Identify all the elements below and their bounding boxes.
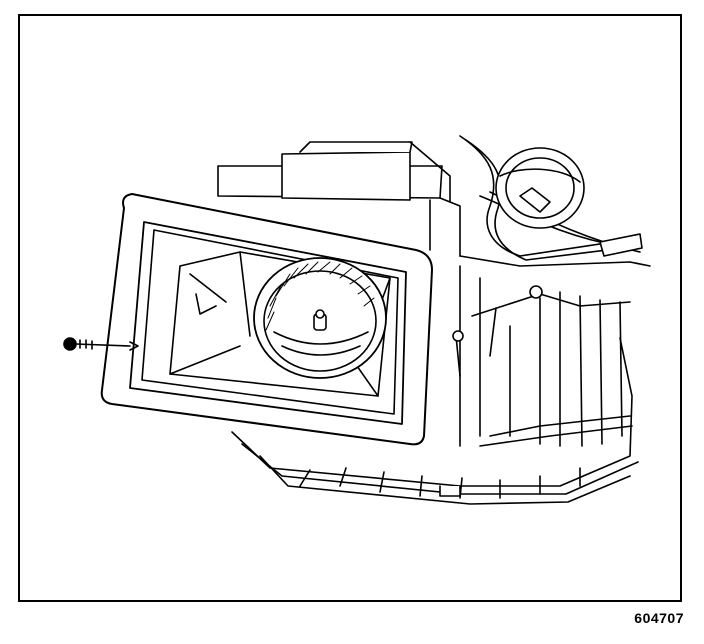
- blower-motor-illustration: [20, 16, 680, 600]
- blower-fan-blades: [266, 262, 374, 330]
- lower-housing: [232, 338, 638, 504]
- right-case-ribs: [453, 256, 650, 446]
- round-cover: [496, 148, 584, 228]
- screw-fastener: [64, 338, 138, 350]
- upper-module-blocks: [218, 142, 460, 256]
- wiring-harness: [460, 136, 642, 260]
- figure-number: 604707: [634, 610, 684, 626]
- blower-wheel-assembly: [170, 252, 390, 396]
- figure-frame: [18, 14, 682, 602]
